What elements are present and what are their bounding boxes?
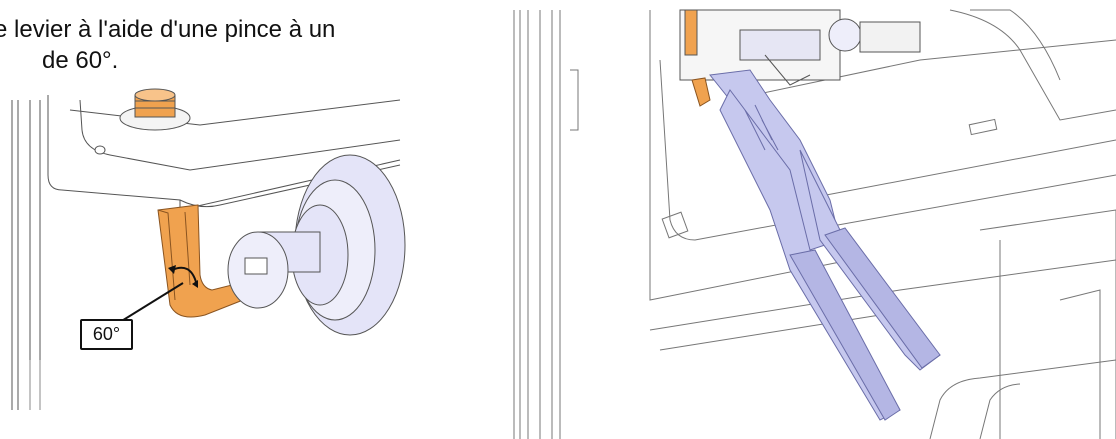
instruction-caption: e levier à l'aide d'une pince à un de 60… (0, 14, 470, 76)
detail-drawing (11, 88, 406, 410)
latch-mechanism (679, 9, 921, 86)
angle-callout: 60° (80, 319, 133, 350)
bushing (227, 154, 406, 336)
leader-line (119, 282, 184, 323)
pliers (709, 69, 941, 421)
top-bolt (94, 88, 191, 155)
caption-line-1: e levier à l'aide d'une pince à un (0, 16, 336, 43)
overview-drawing (513, 9, 1116, 439)
bent-lever-overview (691, 77, 711, 107)
detail-illustration: 60° (0, 0, 500, 439)
caption-line-2: de 60°. (42, 47, 119, 74)
overview-illustration (500, 0, 1116, 439)
